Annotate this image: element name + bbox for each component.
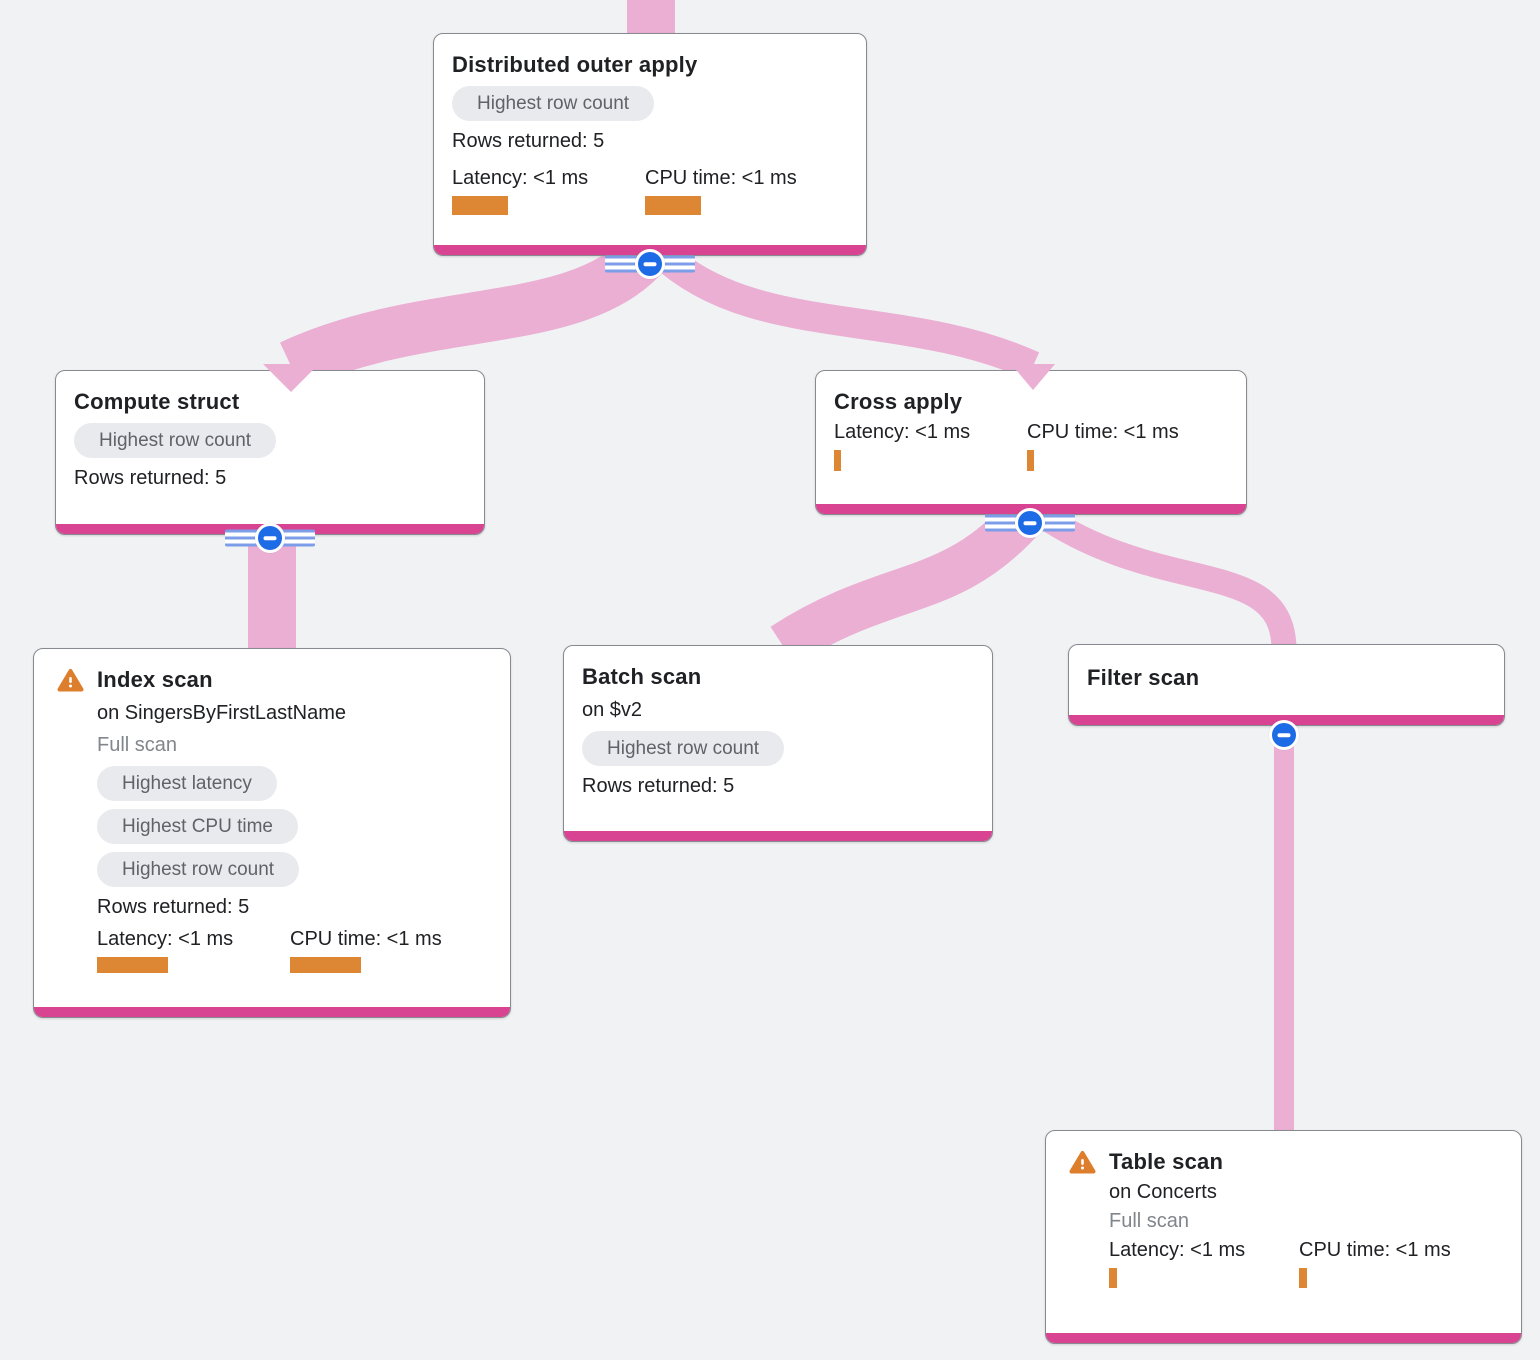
node-subtitle: on Concerts (1109, 1181, 1217, 1203)
scan-type: Full scan (1109, 1210, 1190, 1232)
collapse-button-cross-apply[interactable] (985, 508, 1075, 538)
node-filter-scan[interactable]: Filter scan (1068, 644, 1505, 726)
collapse-button-compute-struct[interactable] (225, 523, 315, 553)
warning-icon (57, 669, 84, 692)
scan-type: Full scan (97, 734, 178, 756)
cpu-time-bar (645, 196, 701, 215)
rows-returned: Rows returned: 5 (97, 896, 250, 918)
node-accent-bar (1046, 1333, 1521, 1343)
collapse-minus-icon (1269, 720, 1299, 750)
edge-crossapply-batchscan (770, 500, 1042, 666)
edge-filterscan-tablescan (1274, 720, 1294, 1134)
badge-highest-row-count: Highest row count (74, 423, 277, 458)
cpu-time-bar (1027, 450, 1034, 471)
node-cross-apply[interactable]: Cross apply Latency: <1 ms CPU time: <1 … (815, 370, 1247, 515)
latency-bar (97, 957, 168, 973)
node-subtitle: on SingersByFirstLastName (97, 702, 346, 724)
node-title: Index scan (97, 667, 213, 692)
rows-returned: Rows returned: 5 (452, 130, 605, 152)
node-index-scan[interactable]: Index scan on SingersByFirstLastName Ful… (33, 648, 511, 1018)
node-title: Batch scan (582, 664, 702, 689)
node-title: Filter scan (1087, 665, 1200, 690)
node-title: Compute struct (74, 389, 240, 414)
collapse-button-filter-scan[interactable] (1269, 720, 1299, 750)
cpu-time-label: CPU time: <1 ms (645, 167, 797, 189)
node-table-scan[interactable]: Table scan on Concerts Full scan Latency… (1045, 1130, 1522, 1344)
latency-bar (1109, 1268, 1117, 1288)
collapse-button-distributed-outer-apply[interactable] (605, 249, 695, 279)
latency-label: Latency: <1 ms (834, 421, 971, 443)
node-accent-bar (34, 1007, 510, 1017)
node-title: Cross apply (834, 389, 963, 414)
badge-highest-row-count: Highest row count (452, 86, 655, 121)
rows-returned: Rows returned: 5 (74, 467, 227, 489)
badge-highest-latency: Highest latency (97, 766, 277, 801)
node-accent-bar (564, 831, 992, 841)
cpu-time-label: CPU time: <1 ms (1299, 1239, 1451, 1261)
collapse-minus-icon (635, 249, 665, 279)
badge-highest-cpu-time: Highest CPU time (97, 809, 298, 844)
edge-root-incoming (627, 0, 675, 38)
node-compute-struct[interactable]: Compute struct Highest row count Rows re… (55, 370, 485, 535)
node-distributed-outer-apply[interactable]: Distributed outer apply Highest row coun… (433, 33, 867, 256)
cpu-time-bar (1299, 1268, 1307, 1288)
edge-crossapply-filterscan (1032, 503, 1297, 651)
latency-label: Latency: <1 ms (1109, 1239, 1246, 1261)
node-batch-scan[interactable]: Batch scan on $v2 Highest row count Rows… (563, 645, 993, 842)
cpu-time-label: CPU time: <1 ms (1027, 421, 1179, 443)
latency-label: Latency: <1 ms (452, 167, 589, 189)
latency-bar (834, 450, 841, 471)
node-title: Distributed outer apply (452, 52, 698, 77)
node-subtitle: on $v2 (582, 699, 643, 721)
rows-returned: Rows returned: 5 (582, 775, 735, 797)
collapse-minus-icon (1015, 508, 1045, 538)
warning-icon (1069, 1151, 1096, 1174)
cpu-time-bar (290, 957, 361, 973)
badge-highest-row-count: Highest row count (97, 852, 300, 887)
node-title: Table scan (1109, 1149, 1224, 1174)
edge-outerapply-crossapply (649, 240, 1040, 380)
collapse-minus-icon (255, 523, 285, 553)
badge-highest-row-count: Highest row count (582, 731, 785, 766)
edge-outerapply-computestruct (280, 232, 668, 390)
latency-bar (452, 196, 508, 215)
cpu-time-label: CPU time: <1 ms (290, 928, 442, 950)
latency-label: Latency: <1 ms (97, 928, 234, 950)
